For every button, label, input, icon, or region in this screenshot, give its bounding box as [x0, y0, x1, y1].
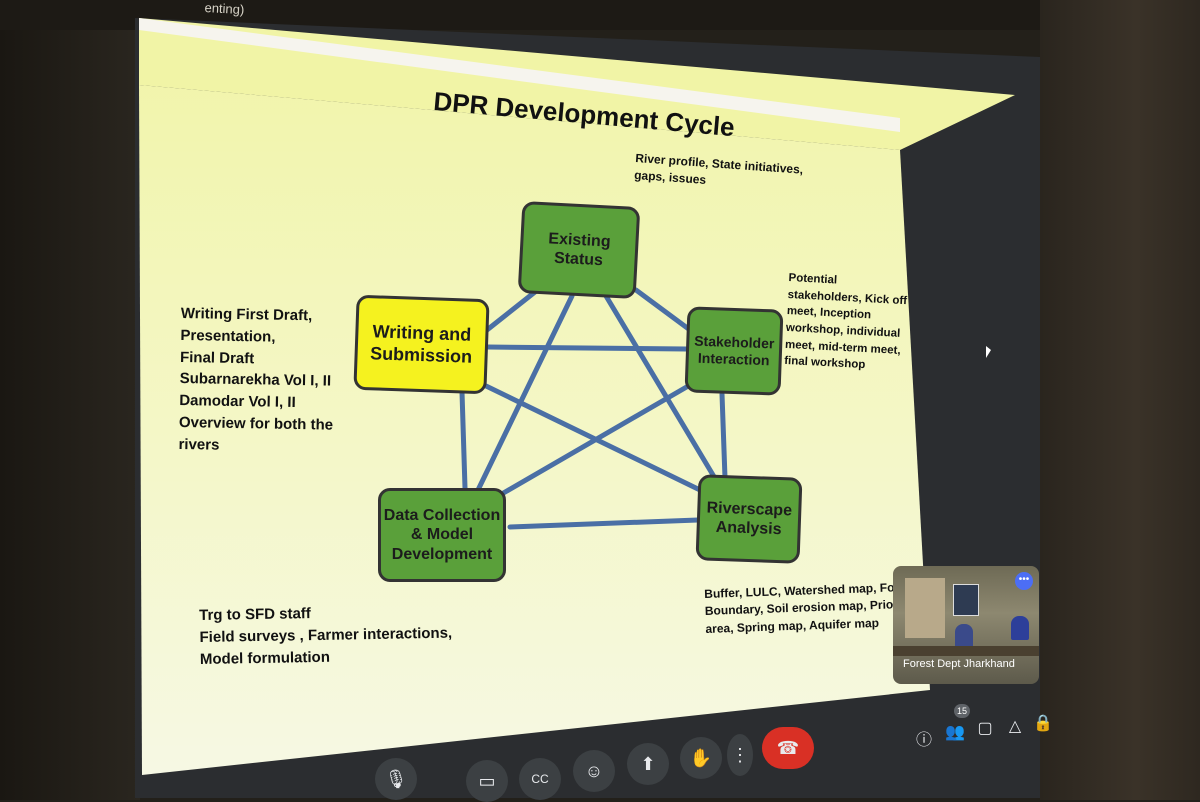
note-riverscape: Buffer, LULC, Watershed map, Fores Bound… [704, 580, 913, 636]
participant-figure [955, 624, 973, 648]
note-writing: Writing First Draft, Presentation, Final… [178, 304, 334, 454]
edge-existing-riverscape [603, 293, 719, 483]
edge-writing-riverscape [481, 382, 703, 493]
edge-writing-data [459, 389, 468, 491]
node-stakeholder-interaction: Stakeholder Interaction [684, 306, 784, 396]
more-dots-icon[interactable]: ••• [1015, 572, 1033, 590]
node-riverscape-analysis: Riverscape Analysis [695, 474, 803, 564]
activities-icon[interactable]: △ [1008, 718, 1022, 735]
tile-desk [893, 646, 1039, 656]
edge-existing-data [475, 293, 575, 493]
mic-icon[interactable]: 🎙 [375, 758, 417, 800]
edge-stakeholder-riverscape [719, 391, 728, 481]
node-writing-submission: Writing and Submission [353, 294, 490, 395]
present-icon[interactable]: ⬆ [627, 743, 669, 785]
room-background-left [0, 0, 140, 800]
node-existing-status: Existing Status [517, 200, 641, 300]
chat-icon[interactable]: ▢ [977, 720, 993, 737]
room-background-right [1040, 0, 1200, 800]
tile-board [953, 584, 979, 616]
note-stakeholder: Potential stakeholders, Kick off meet, I… [783, 271, 908, 372]
people-icon[interactable]: 👥 [945, 724, 965, 741]
edge-writing-stakeholder [485, 344, 689, 352]
participant-name: Forest Dept Jharkhand [903, 658, 1015, 670]
participant-figure [1011, 616, 1029, 640]
end-call-icon[interactable]: ☎ [762, 727, 814, 769]
captions-icon[interactable]: CC [519, 758, 561, 800]
info-icon[interactable]: ⓘ [915, 732, 932, 749]
edge-stakeholder-data [497, 382, 693, 498]
more-options-icon[interactable]: ⋮ [727, 734, 753, 776]
raise-hand-icon[interactable]: ✋ [680, 737, 722, 779]
emoji-icon[interactable]: ☺ [573, 750, 615, 792]
edge-data-riverscape [507, 517, 701, 530]
host-controls-icon[interactable]: 🔒 [1033, 715, 1053, 732]
participant-video-tile[interactable]: Forest Dept Jharkhand ••• [893, 566, 1039, 684]
camera-icon[interactable]: ▭ [466, 760, 508, 802]
note-data-collection: Trg to SFD staff Field surveys , Farmer … [199, 605, 453, 668]
tile-background [905, 578, 945, 638]
edge-existing-stakeholder [633, 287, 693, 333]
node-data-collection: Data Collection & Model Development [378, 488, 506, 582]
participant-count-badge: 15 [954, 704, 970, 718]
mouse-cursor [986, 346, 991, 358]
